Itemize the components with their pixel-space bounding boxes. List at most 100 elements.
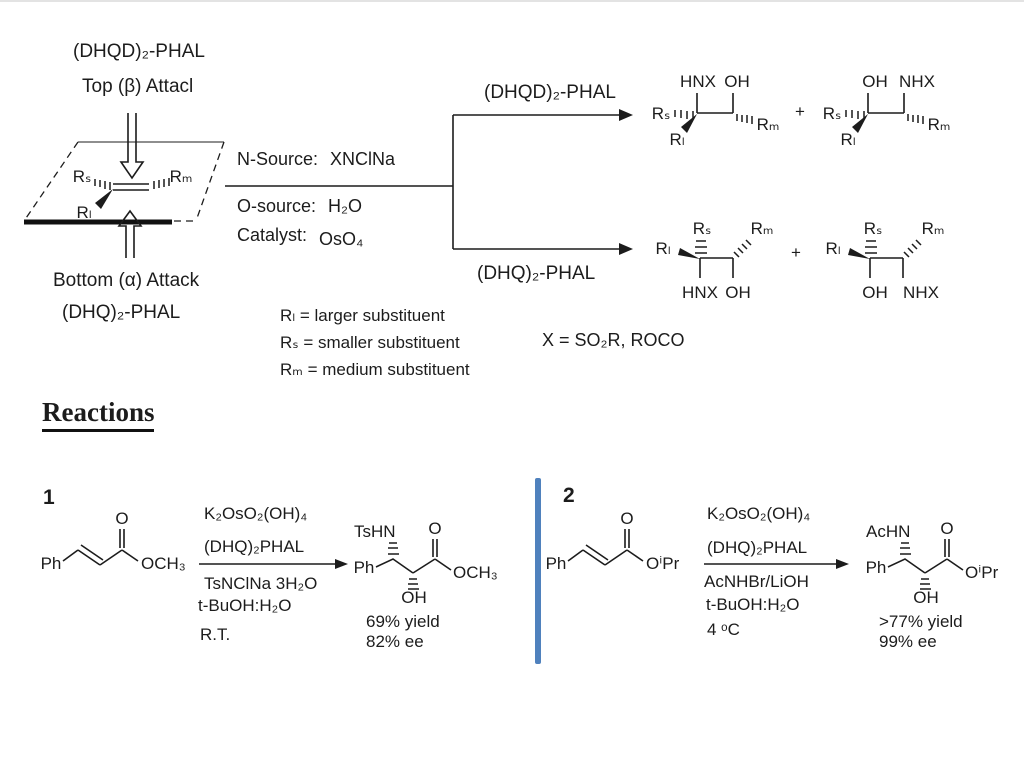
rs-hash-bond: [865, 240, 877, 254]
rl-label: Rₗ: [669, 130, 684, 149]
catalyst-row: Catalyst: OsO₄: [237, 225, 363, 250]
bond: [567, 549, 584, 562]
oh-hash-bond: [920, 578, 931, 590]
rm-label: Rₘ: [757, 115, 780, 134]
slide-top-edge: [0, 0, 1024, 2]
co-double-bond: [944, 539, 950, 557]
rl-wedge-bond: [852, 114, 868, 133]
bond: [99, 549, 123, 566]
rm-hash-bond: [907, 114, 924, 124]
reaction2-results: >77% yield 99% ee: [879, 612, 963, 652]
reaction2-cond-below-3: 4 ᵒC: [707, 620, 740, 639]
ester-label: OCH₃: [141, 554, 186, 573]
rl-label: Rₗ: [655, 239, 670, 258]
amine-hash-bond: [900, 542, 911, 555]
reaction1-arrow: [199, 559, 348, 569]
amine-label: TsHN: [354, 522, 396, 541]
reaction1-yield: 69% yield: [366, 612, 440, 631]
amine-label: NHX: [899, 72, 935, 91]
reaction1-product: TsHN Ph OH O OCH₃: [354, 519, 498, 607]
products-top: HNX OH Rₛ Rₗ Rₘ + OH NHX Rₛ Rₗ Rₘ: [652, 72, 951, 149]
n-source-value: XNClNa: [330, 149, 396, 169]
arrowhead-icon: [836, 559, 849, 569]
alkene-rm-label: Rₘ: [170, 167, 193, 186]
top-attack-label: Top (β) Attacl: [82, 76, 194, 97]
legend-rl: Rₗ = larger substituent: [280, 306, 445, 325]
rs-hash-bond: [845, 110, 865, 119]
co-double-bond: [119, 529, 125, 548]
rl-label: Rₗ: [825, 239, 840, 258]
ph-label: Ph: [866, 558, 887, 577]
rs-hash-bond: [94, 179, 111, 190]
o-source-label: O-source:: [237, 196, 317, 216]
backbone-bonds: [696, 93, 734, 114]
ph-label: Ph: [41, 554, 62, 573]
ester-label: OⁱPr: [965, 563, 999, 582]
co-double-bond: [624, 529, 630, 548]
reaction1-cond-below-1: TsNClNa 3H₂O: [204, 574, 318, 593]
rm-hash-bond: [733, 239, 752, 258]
alpha-attack-arrow: [117, 209, 143, 258]
reaction1-substrate: Ph O OCH₃: [41, 509, 186, 573]
amine-hash-bond: [388, 542, 399, 555]
hydroxyl-label: OH: [725, 283, 751, 302]
rl-wedge-bond: [95, 189, 113, 209]
top-catalyst-label: (DHQD)₂-PHAL: [73, 41, 205, 62]
branch-top-label: (DHQD)₂-PHAL: [484, 82, 616, 103]
plane-left-edge: [23, 141, 79, 222]
rl-wedge-bond: [848, 248, 870, 259]
amine-label: HNX: [680, 72, 716, 91]
backbone-bonds: [699, 257, 734, 278]
hydroxyl-label: OH: [862, 283, 888, 302]
reaction2-cond-below-1: AcNHBr/LiOH: [704, 572, 809, 591]
product-bottom-b: OH NHX Rₛ Rₘ Rₗ: [825, 219, 944, 302]
o-source-value: H₂O: [328, 196, 363, 216]
alkene-plane-diagram: Rₛ Rₘ Rₗ: [23, 113, 225, 258]
ph-label: Ph: [546, 554, 567, 573]
section-heading-wrap: Reactions: [42, 397, 155, 432]
plus-sign: +: [795, 102, 805, 121]
n-source-row: N-Source: XNClNa: [237, 149, 395, 170]
plus-sign: +: [791, 243, 801, 262]
branch-bottom-label: (DHQ)₂-PHAL: [477, 263, 596, 284]
bond: [62, 549, 79, 562]
rm-label: Rₘ: [922, 219, 945, 238]
rs-label: Rₛ: [652, 104, 671, 123]
backbone-bonds: [887, 558, 926, 574]
alkene-rl-label: Rₗ: [76, 203, 91, 222]
rm-hash-bond: [736, 114, 753, 124]
ester-label: OⁱPr: [646, 554, 680, 573]
reaction2-number: 2: [563, 484, 575, 507]
branch-arrows: [225, 109, 633, 255]
bond: [412, 558, 436, 574]
carbonyl-o-label: O: [620, 509, 633, 528]
alkene-rs-label: Rₛ: [73, 167, 92, 186]
bond: [946, 558, 964, 571]
section-divider: [535, 478, 541, 664]
rs-hash-bond: [695, 240, 707, 254]
arrowhead-icon: [335, 559, 348, 569]
catalyst-value: OsO₄: [319, 229, 364, 249]
catalyst-label: Catalyst:: [237, 225, 308, 245]
bond: [434, 558, 452, 571]
reaction2-cond-above-1: K₂OsO₂(OH)₄: [707, 504, 811, 523]
rm-hash-bond: [153, 178, 170, 189]
reaction2-yield: >77% yield: [879, 612, 963, 631]
ester-label: OCH₃: [453, 563, 498, 582]
reaction2-product: AcHN Ph OH O OⁱPr: [866, 519, 999, 607]
rl-wedge-bond: [681, 114, 697, 133]
rm-hash-bond: [903, 239, 922, 258]
bottom-catalyst-label: (DHQ)₂-PHAL: [62, 302, 181, 323]
oh-hash-bond: [408, 578, 419, 590]
bond: [604, 549, 628, 566]
co-double-bond: [432, 539, 438, 557]
oh-label: OH: [913, 588, 939, 607]
n-source-label: N-Source:: [237, 149, 319, 169]
reaction2-cond-above-2: (DHQ)₂PHAL: [707, 538, 808, 557]
section-heading: Reactions: [42, 397, 155, 432]
hydroxyl-label: OH: [724, 72, 750, 91]
bottom-attack-label: Bottom (α) Attack: [53, 270, 200, 291]
bond: [121, 549, 139, 562]
amine-label: NHX: [903, 283, 939, 302]
